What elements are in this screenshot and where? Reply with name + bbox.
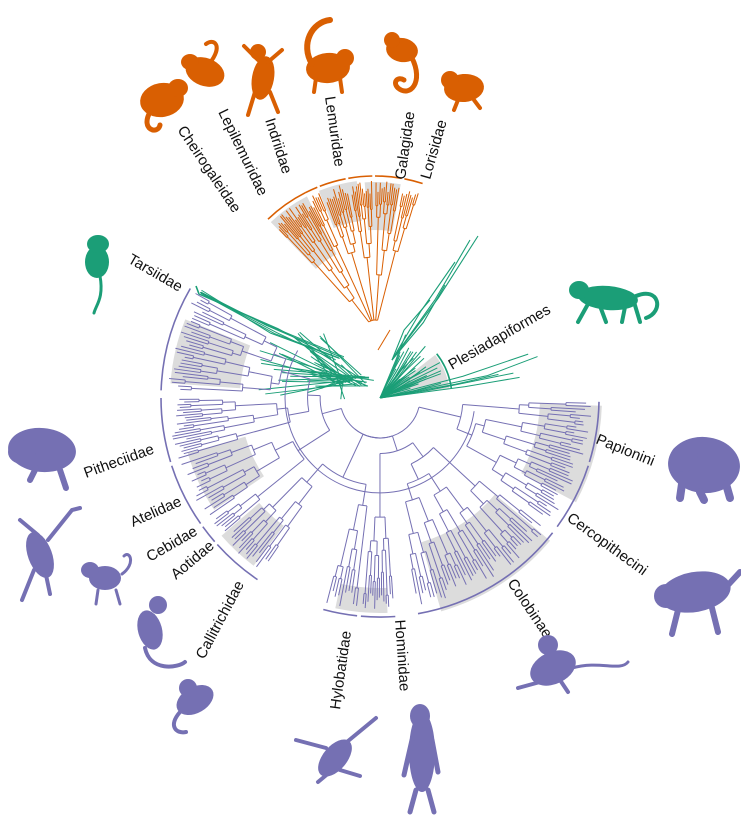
capuchin-silhouette: [81, 555, 131, 604]
saki-silhouette: [6, 425, 78, 488]
ring-tailed-lemur-silhouette: [305, 20, 354, 92]
atelidae-label: Atelidae: [128, 493, 184, 531]
gibbon-silhouette: [296, 718, 376, 783]
hominidae-label: Hominidae: [391, 619, 413, 692]
mouse-lemur-silhouette: [137, 79, 188, 130]
night-monkey-silhouette: [133, 596, 185, 667]
colobus-silhouette: [518, 635, 628, 693]
tarsier-plesiadapiform-branches: [199, 236, 538, 399]
baboon-silhouette: [666, 434, 741, 500]
tarsiidae-bracket: [196, 286, 199, 294]
spider-monkey-silhouette: [20, 508, 80, 600]
plesiadapiformes-label: Plesiadapiformes: [446, 301, 554, 373]
cercopithecini-label: Cercopithecini: [564, 509, 651, 579]
papionini-shading: [521, 404, 602, 503]
sportive-lemur-silhouette: [181, 42, 229, 92]
loris-silhouette: [441, 71, 485, 110]
galagidae-label: Galagidae: [392, 110, 418, 180]
galago-silhouette: [384, 32, 420, 91]
plesiadapiform-silhouette: [569, 281, 657, 322]
colobinae-label: Colobinae: [504, 576, 556, 642]
pitheciidae-label: Pitheciidae: [82, 441, 157, 482]
marmoset-silhouette: [171, 679, 219, 733]
lemuridae-bracket: [348, 176, 372, 178]
animal-silhouettes: [6, 20, 741, 812]
lepilemuridae-bracket: [305, 187, 317, 193]
indriidae-label: Indriidae: [261, 116, 295, 176]
strepsirrhine-branches: [279, 181, 419, 350]
lemuridae-label: Lemuridae: [321, 95, 348, 168]
indri-silhouette: [244, 44, 282, 115]
atelidae-bracket: [161, 398, 171, 462]
hylobatidae-label: Hylobatidae: [327, 630, 355, 711]
papionini-label: Papionini: [594, 431, 658, 470]
tarsier-silhouette: [85, 235, 109, 313]
tarsiidae-label: Tarsiidae: [125, 251, 185, 296]
hominidae-bracket: [361, 616, 395, 617]
hominid-silhouette: [404, 704, 438, 812]
guenon-silhouette: [654, 566, 740, 634]
lorisidae-label: Lorisidae: [418, 118, 451, 181]
callitrichidae-label: Callitrichidae: [193, 578, 248, 662]
